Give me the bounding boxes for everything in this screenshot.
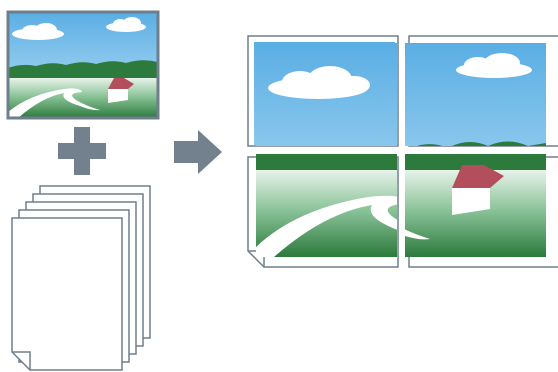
paper-stack-icon: [12, 186, 150, 370]
landscape-photo-icon: [8, 12, 158, 118]
poster-tiles-icon: [246, 35, 558, 267]
plus-icon: [58, 127, 106, 175]
right-arrow-icon: [174, 130, 222, 174]
